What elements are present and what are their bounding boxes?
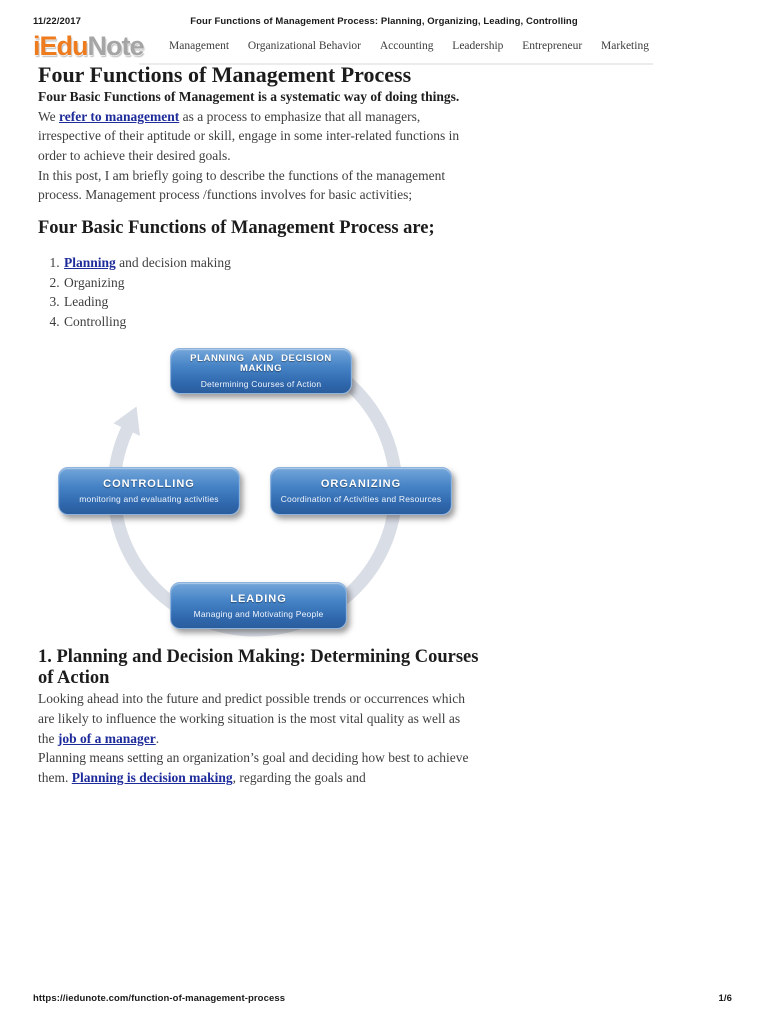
paragraph-planning-means-text: Planning means setting an organization’s… <box>38 750 469 785</box>
print-header-date: 11/22/2017 <box>33 16 82 27</box>
planning-link[interactable]: Planning <box>64 254 116 270</box>
diagram-box-leading-subtitle: Managing and Motivating People <box>193 608 324 619</box>
management-cycle-diagram: PLANNING AND DECISION MAKING Determining… <box>40 343 460 639</box>
planning-is-decision-making-link[interactable]: Planning is decision making <box>71 769 233 785</box>
logo-iedu: iEdu <box>33 31 88 61</box>
diagram-box-leading-title: LEADING <box>230 592 287 605</box>
diagram-box-controlling: CONTROLLING monitoring and evaluating ac… <box>58 467 240 516</box>
diagram-box-organizing: ORGANIZING Coordination of Activities an… <box>270 467 452 516</box>
list-item-leading: Leading <box>63 292 480 312</box>
nav-item-accounting[interactable]: Accounting <box>379 40 434 52</box>
nav-item-organizational-behavior[interactable]: Organizational Behavior <box>247 40 362 52</box>
intro-paragraph-2: In this post, I am briefly going to desc… <box>38 167 446 203</box>
diagram-box-controlling-subtitle: monitoring and evaluating activities <box>79 494 219 505</box>
diagram-box-leading: LEADING Managing and Motivating People <box>170 582 347 630</box>
list-item-organizing: Organizing <box>63 273 480 293</box>
diagram-box-organizing-title: ORGANIZING <box>320 478 402 491</box>
site-logo[interactable]: iEduNote <box>33 31 145 62</box>
list-item-planning-rest: and decision making <box>115 254 231 270</box>
page-title: Four Functions of Management Process <box>38 62 412 87</box>
list-heading: Four Basic Functions of Management Proce… <box>38 217 435 238</box>
nav-item-leadership[interactable]: Leadership <box>452 40 504 52</box>
site-header: iEduNote Management Organizational Behav… <box>33 31 653 66</box>
article: Four Functions of Management Process Fou… <box>38 62 480 787</box>
intro-mid-text: We <box>38 108 60 124</box>
intro-rest-text: as a process to emphasize that all manag… <box>38 108 460 164</box>
logo-note: Note <box>87 31 145 61</box>
paragraph-planning-means-end: , regarding the goals and <box>232 769 366 785</box>
functions-list: Planning and decision making Organizing … <box>38 253 480 331</box>
diagram-box-controlling-title: CONTROLLING <box>103 478 195 491</box>
paragraph-looking-ahead-text: Looking ahead into the future and predic… <box>38 691 465 746</box>
diagram-box-planning-subtitle: Determining Courses of Action <box>200 378 322 389</box>
diagram-box-organizing-subtitle: Coordination of Activities and Resources <box>280 494 442 505</box>
nav-item-entrepreneur[interactable]: Entrepreneur <box>522 40 583 52</box>
print-footer-url: https://iedunote.com/function-of-managem… <box>33 993 286 1004</box>
intro-bold-text: Four Basic Functions of Management is a … <box>38 89 460 105</box>
cycle-arrow-head <box>113 406 140 437</box>
job-of-a-manager-link[interactable]: job of a manager <box>57 730 156 746</box>
print-header-title: Four Functions of Management Process: Pl… <box>190 16 578 27</box>
main-nav: Management Organizational Behavior Accou… <box>139 37 653 65</box>
nav-item-marketing[interactable]: Marketing <box>601 40 649 52</box>
paragraph-planning-means: Planning means setting an organization’s… <box>38 748 480 787</box>
diagram-box-planning: PLANNING AND DECISION MAKING Determining… <box>170 348 352 395</box>
paragraph-looking-ahead: Looking ahead into the future and predic… <box>38 689 480 748</box>
diagram-box-planning-title: PLANNING AND DECISION MAKING <box>190 352 332 375</box>
list-item-planning: Planning and decision making <box>63 253 480 273</box>
section-heading-planning: 1. Planning and Decision Making: Determi… <box>38 647 479 689</box>
list-item-controlling: Controlling <box>63 312 480 332</box>
refer-to-management-link[interactable]: refer to management <box>59 108 180 124</box>
paragraph-looking-ahead-end: . <box>155 730 160 746</box>
nav-item-management[interactable]: Management <box>169 40 230 52</box>
print-footer-page-number: 1/6 <box>718 993 732 1004</box>
intro-paragraph: Four Basic Functions of Management is a … <box>38 87 480 165</box>
